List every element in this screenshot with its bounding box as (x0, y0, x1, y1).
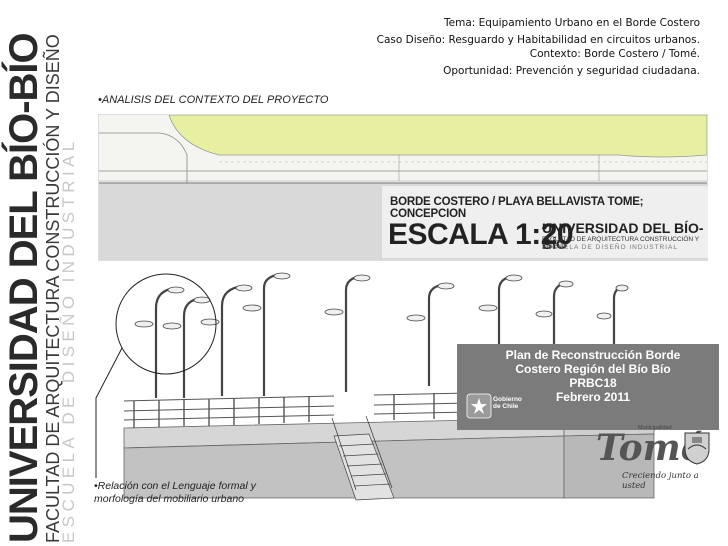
reconstruction-plan-box: Plan de Reconstrucción Borde Costero Reg… (457, 344, 719, 430)
tome-slogan: Creciendo junto a usted (622, 471, 699, 491)
section-context-label: •ANALISIS DEL CONTEXTO DEL PROYECTO (98, 94, 329, 106)
gobierno-label: Gobierno de Chile (493, 396, 522, 410)
title-scale: ESCALA 1:20 (388, 218, 574, 251)
gobierno-chile-logo (466, 393, 492, 419)
meta-tema: Tema: Equipamiento Urbano en el Borde Co… (444, 17, 700, 29)
title-faculty: FACULTAD DE ARQUITECTURA CONSTRUCCIÓN Y … (542, 236, 699, 250)
brand-school: ESCUELA DE DISEÑO INDUSTRIAL (59, 137, 78, 543)
brand-university: UNIVERSIDAD DEL BÍO-BÍO (2, 33, 46, 543)
plan-line2: Costero Región del Bío Bío (515, 362, 671, 376)
plan-line3: PRBC18 (569, 376, 617, 390)
title-university: UNIVERSIDAD DEL BÍO-BÍO (542, 220, 704, 252)
tome-muni-label: Municipalidad (638, 425, 672, 431)
meta-caso: Caso Diseño: Resguardo y Habitabilidad e… (376, 34, 700, 46)
meta-oportunidad: Oportunidad: Prevención y seguridad ciud… (443, 65, 700, 77)
tome-municipality-logo: Municipalidad Tomé Creciendo junto a ust… (590, 425, 720, 491)
tome-crest-icon (684, 432, 710, 465)
vertical-brand: UNIVERSIDAD DEL BÍO-BÍO FACULTAD DE ARQU… (0, 0, 80, 546)
section-furniture-label: •Relación con el Lenguaje formal y morfo… (94, 480, 256, 505)
title-school: ESCUELA DE DISEÑO INDUSTRIAL (542, 244, 678, 251)
drawing-title-block: BORDE COSTERO / PLAYA BELLAVISTA TOME; C… (382, 186, 708, 258)
plan-line4: Febrero 2011 (555, 390, 631, 404)
meta-contexto: Contexto: Borde Costero / Tomé. (529, 48, 700, 60)
title-location: BORDE COSTERO / PLAYA BELLAVISTA TOME; C… (390, 196, 644, 220)
plan-line1: Plan de Reconstrucción Borde (505, 348, 681, 362)
project-meta: Tema: Equipamiento Urbano en el Borde Co… (377, 16, 700, 81)
promenade-render (94, 268, 724, 508)
